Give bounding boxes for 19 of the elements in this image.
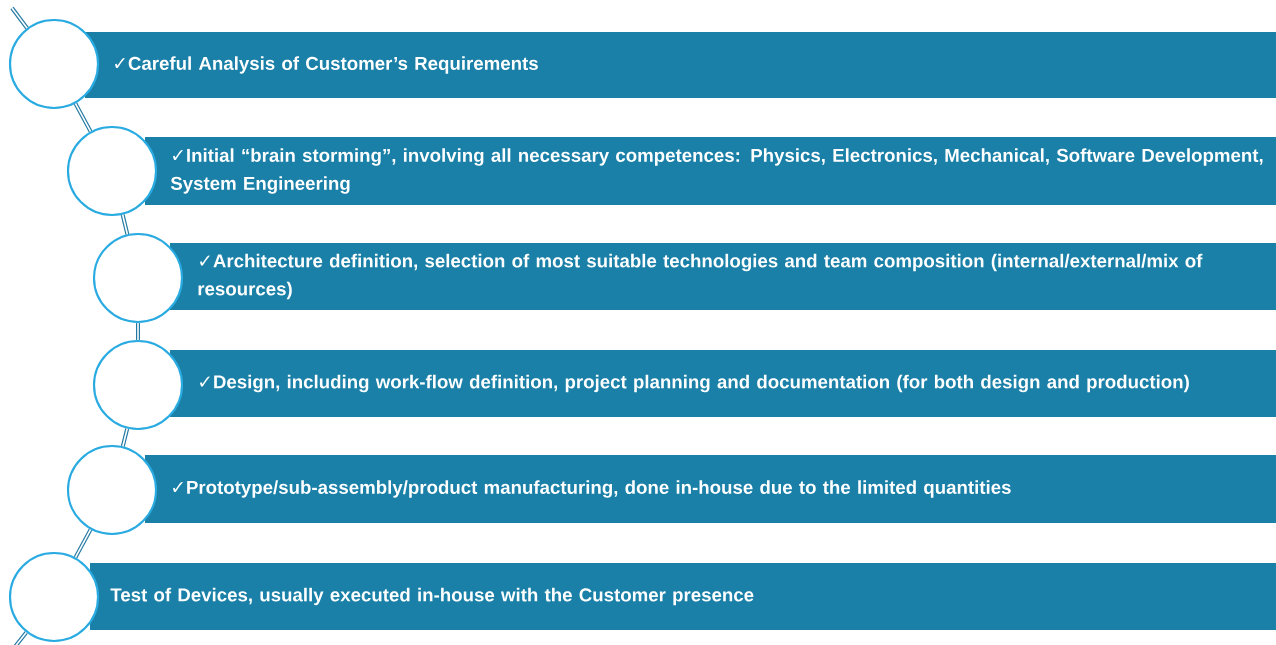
- step-circle: [66, 125, 158, 217]
- connector-line: [73, 528, 93, 559]
- process-bar: ✓Initial “brain storming”, involving all necessary competences: Physics, Electronics, Mechanical, Software Development, System Engineering: [145, 137, 1276, 205]
- process-bar: ✓Prototype/sub-assembly/product manufacturing, done in-house due to the limited quantities: [145, 455, 1276, 523]
- process-bar: ✓Architecture definition, selection of most suitable technologies and team composition (internal/external/mix of resources): [170, 243, 1276, 310]
- connector-line: [136, 322, 140, 341]
- step-circle: [92, 339, 184, 431]
- process-bar: Test of Devices, usually executed in-house with the Customer presence: [90, 563, 1276, 630]
- connector-line: [12, 631, 28, 645]
- process-bar: ✓Design, including work-flow definition, project planning and documentation (for both design and production): [170, 350, 1276, 417]
- step-circle: [92, 232, 184, 324]
- process-bar: ✓Careful Analysis of Customer’s Requirements: [85, 32, 1276, 98]
- step-circle: [8, 18, 100, 110]
- step-circle: [66, 444, 158, 536]
- connector-line: [10, 6, 29, 30]
- connector-line: [120, 214, 130, 235]
- connector-line: [120, 427, 130, 448]
- step-circle: [8, 551, 100, 643]
- connector-line: [73, 102, 93, 133]
